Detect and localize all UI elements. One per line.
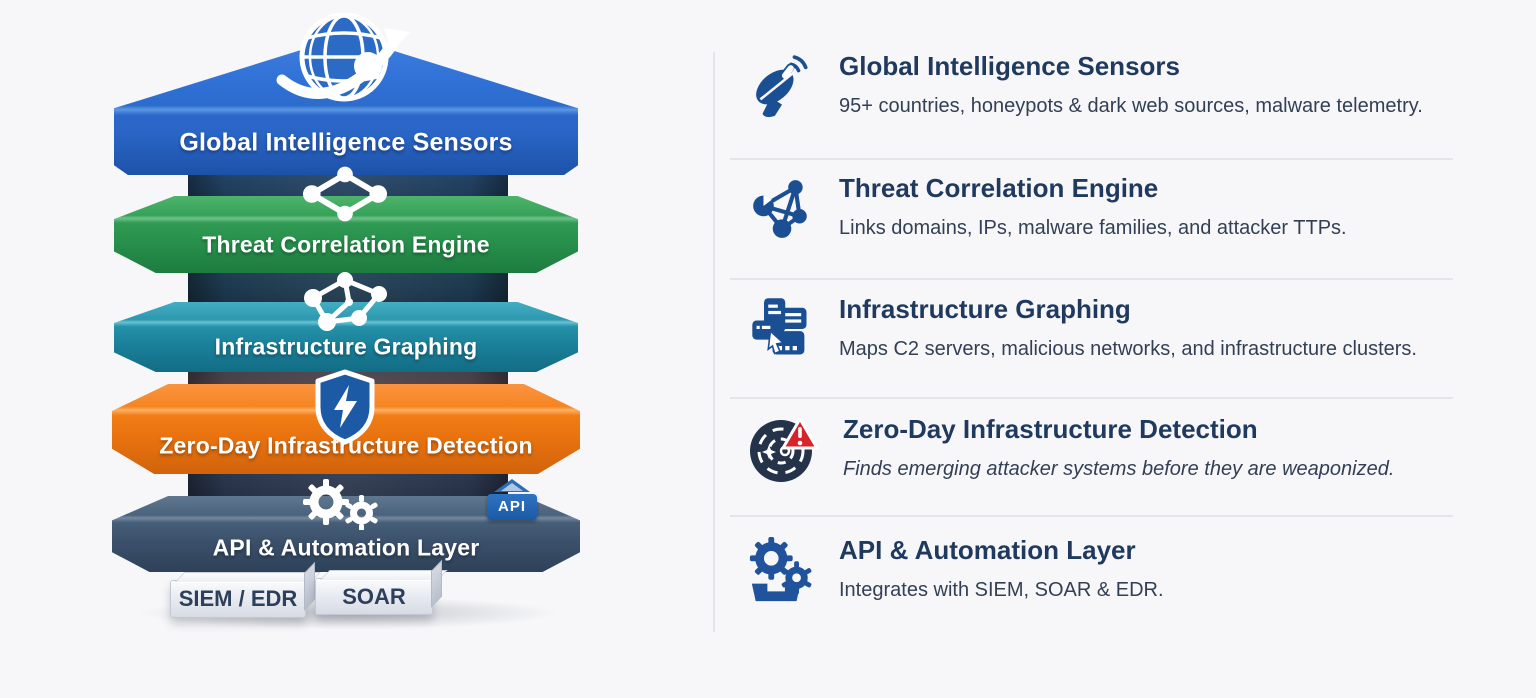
legend-title: Global Intelligence Sensors bbox=[839, 51, 1180, 81]
shield-lightning-icon bbox=[312, 368, 378, 446]
stack-diagram: Global Intelligence Sensors Threat Corre… bbox=[112, 0, 580, 698]
api-roof-icon bbox=[494, 479, 530, 492]
legend-item-global-intelligence-sensors: Global Intelligence Sensors 95+ countrie… bbox=[745, 50, 1465, 122]
chip-soar: SOAR bbox=[315, 578, 433, 615]
legend-title: API & Automation Layer bbox=[839, 535, 1136, 565]
legend-divider bbox=[730, 158, 1453, 160]
legend-item-threat-correlation-engine: Threat Correlation Engine Links domains,… bbox=[745, 172, 1465, 244]
legend-divider bbox=[730, 515, 1453, 517]
legend-description: Maps C2 servers, malicious networks, and… bbox=[839, 337, 1417, 360]
legend-item-zero-day-infrastructure-detection: Zero-Day Infrastructure Detection Finds … bbox=[745, 413, 1465, 485]
layer-api-automation-layer: API & Automation Layer bbox=[112, 496, 580, 572]
legend-divider bbox=[730, 278, 1453, 280]
layer-threat-correlation-engine: Threat Correlation Engine bbox=[114, 196, 578, 273]
legend-title: Threat Correlation Engine bbox=[839, 173, 1159, 203]
legend-item-infrastructure-graphing: Infrastructure Graphing Maps C2 servers,… bbox=[745, 293, 1465, 365]
legend-item-api-automation-layer: API & Automation Layer Integrates with S… bbox=[745, 534, 1465, 606]
node-web-icon bbox=[300, 272, 390, 334]
api-badge: API bbox=[487, 494, 537, 520]
legend-description: Integrates with SIEM, SOAR & EDR. bbox=[839, 578, 1164, 601]
gears-icon bbox=[745, 534, 817, 606]
layer-label: API & Automation Layer bbox=[212, 534, 480, 561]
layer-label: Global Intelligence Sensors bbox=[179, 128, 513, 157]
vertical-divider bbox=[713, 52, 715, 632]
node-diamond-icon bbox=[302, 166, 388, 222]
layer-label: Threat Correlation Engine bbox=[202, 231, 490, 258]
layer-infrastructure-graphing: Infrastructure Graphing bbox=[114, 302, 578, 372]
legend-description: Links domains, IPs, malware families, an… bbox=[839, 216, 1347, 239]
infrastructure-servers-icon bbox=[745, 293, 817, 365]
satellite-dish-icon bbox=[745, 50, 817, 122]
network-nodes-icon bbox=[745, 172, 817, 244]
radar-alert-icon bbox=[745, 413, 821, 485]
globe-orbit-icon bbox=[272, 6, 418, 116]
chip-siem-edr: SIEM / EDR bbox=[170, 580, 306, 618]
legend-title: Infrastructure Graphing bbox=[839, 294, 1131, 324]
layer-label: Infrastructure Graphing bbox=[214, 333, 478, 360]
legend-description: 95+ countries, honeypots & dark web sour… bbox=[839, 94, 1423, 117]
legend-title: Zero-Day Infrastructure Detection bbox=[843, 414, 1258, 444]
legend-divider bbox=[730, 397, 1453, 399]
legend-description: Finds emerging attacker systems before t… bbox=[843, 457, 1395, 480]
gears-api-icon: API bbox=[298, 478, 537, 531]
